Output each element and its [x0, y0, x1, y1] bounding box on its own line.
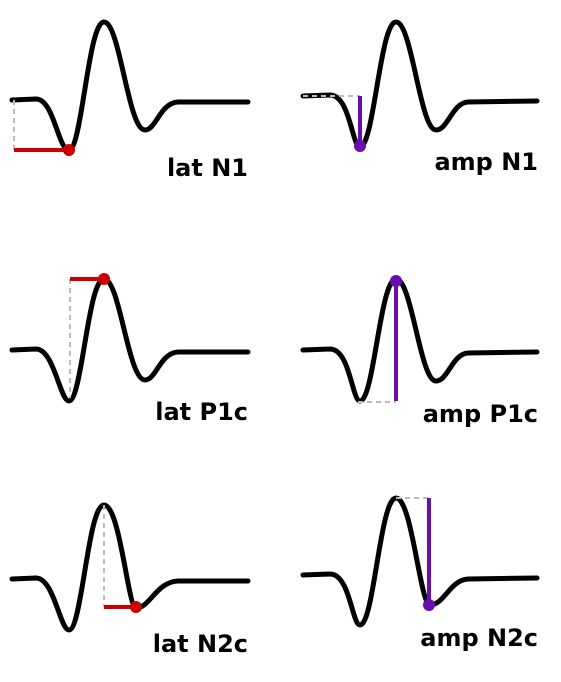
waveform	[9, 502, 251, 633]
waveform	[300, 495, 540, 628]
panel-lat-n2c: lat N2c	[9, 502, 251, 658]
panel-amp-n1: amp N1	[300, 19, 540, 176]
waveform	[9, 19, 251, 153]
panel-label: lat N2c	[153, 630, 248, 658]
panel-label: amp N1	[434, 148, 538, 176]
waveform	[300, 19, 540, 150]
peak-marker	[390, 275, 402, 287]
peak-marker	[130, 601, 142, 613]
peak-marker	[354, 140, 366, 152]
panel-lat-p1c: lat P1c	[9, 273, 251, 426]
panel-label: amp P1c	[423, 400, 538, 428]
panel-label: lat P1c	[155, 398, 248, 426]
panel-amp-n2c: amp N2c	[300, 495, 540, 652]
panel-label: amp N2c	[420, 624, 538, 652]
peak-marker	[63, 144, 75, 156]
panel-lat-n1: lat N1	[9, 19, 251, 182]
waveform	[9, 276, 251, 404]
peak-marker	[98, 273, 110, 285]
panel-label: lat N1	[167, 154, 248, 182]
panel-amp-p1c: amp P1c	[300, 275, 540, 428]
waveform	[300, 276, 540, 404]
peak-marker	[423, 599, 435, 611]
